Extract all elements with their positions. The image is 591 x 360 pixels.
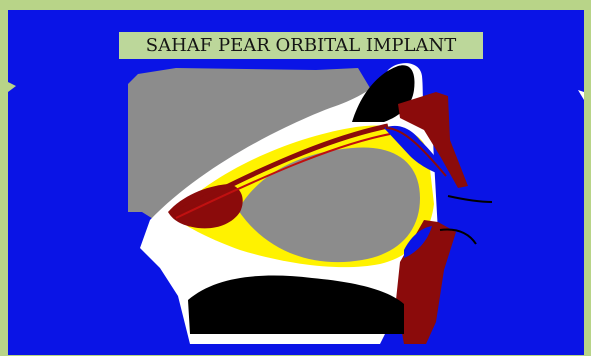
diagram-title: SAHAF PEAR ORBITAL IMPLANT bbox=[119, 32, 483, 59]
